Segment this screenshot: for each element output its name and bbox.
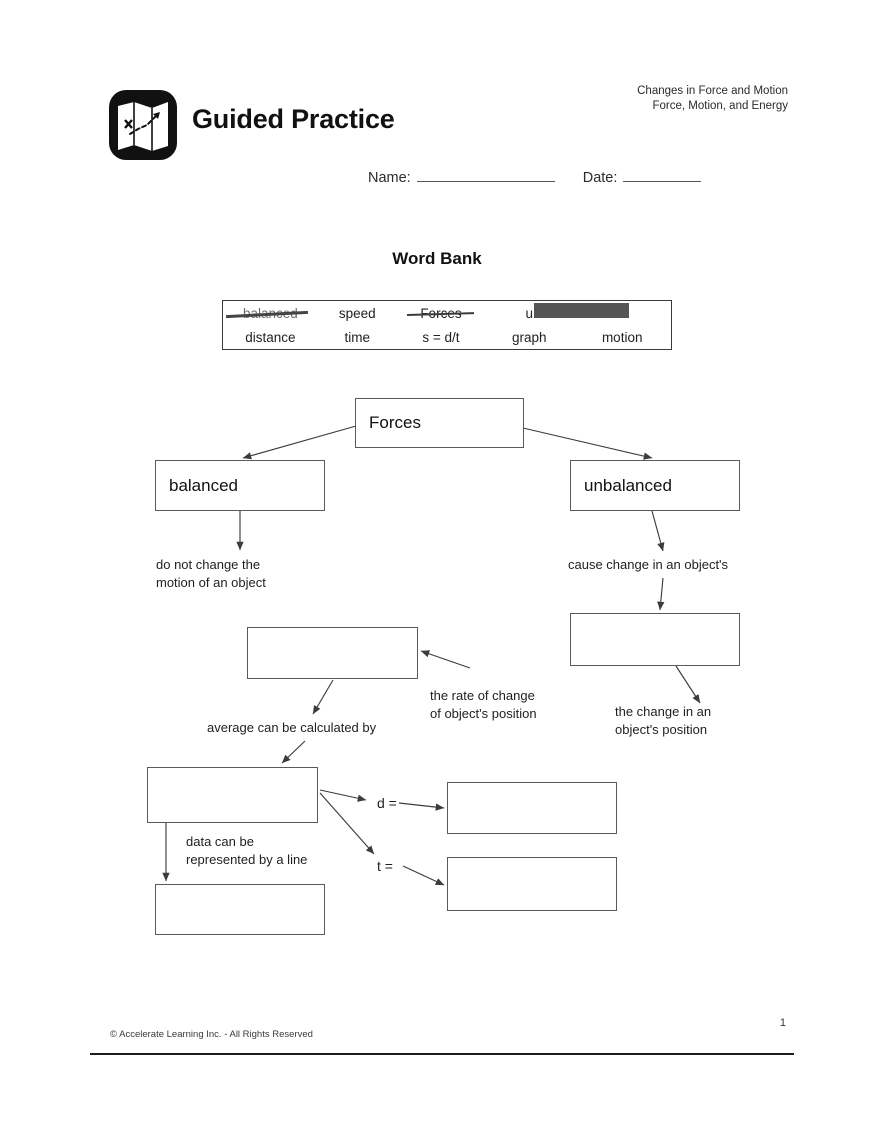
name-input[interactable] bbox=[416, 168, 555, 182]
date-input[interactable] bbox=[623, 168, 702, 182]
node-balanced[interactable]: balanced bbox=[155, 460, 325, 511]
node-blank-speed[interactable] bbox=[247, 627, 418, 679]
node-blank-t-value[interactable] bbox=[447, 857, 617, 911]
word-bank-item-distance[interactable]: distance bbox=[245, 329, 296, 345]
word-bank-item-forces[interactable]: Forces bbox=[420, 305, 462, 321]
page-title: Guided Practice bbox=[192, 104, 395, 134]
word-bank-item-motion[interactable]: motion bbox=[601, 329, 643, 345]
subject-header: Changes in Force and Motion Force, Motio… bbox=[637, 84, 788, 114]
redacted-visible-text: u bbox=[525, 305, 533, 321]
node-unbalanced-label: unbalanced bbox=[584, 475, 672, 495]
label-change-in-position: the change in an object's position bbox=[615, 704, 712, 737]
treasure-map-icon bbox=[108, 89, 178, 161]
label-d-equals: d = bbox=[377, 795, 397, 811]
node-balanced-label: balanced bbox=[169, 475, 239, 495]
subject-line-2: Force, Motion, and Energy bbox=[652, 100, 788, 112]
redaction-bar bbox=[534, 302, 630, 318]
word-bank-item-graph[interactable]: graph bbox=[511, 329, 547, 345]
node-blank-formula[interactable] bbox=[147, 767, 318, 823]
subject-line-1: Changes in Force and Motion bbox=[637, 85, 788, 97]
footer-copyright: © Accelerate Learning Inc. - All Rights … bbox=[110, 1029, 313, 1040]
node-blank-d-value[interactable] bbox=[447, 782, 617, 834]
node-unbalanced[interactable]: unbalanced bbox=[570, 460, 740, 511]
node-blank-distance[interactable] bbox=[570, 613, 740, 666]
label-t-equals: t = bbox=[377, 858, 393, 874]
label-rate-of-change: the rate of change of object's position bbox=[430, 688, 537, 721]
word-bank-item-balanced[interactable]: balanced bbox=[242, 305, 298, 321]
node-forces[interactable]: Forces bbox=[355, 398, 524, 448]
footer-page-number: 1 bbox=[779, 1017, 786, 1029]
node-blank-graph[interactable] bbox=[155, 884, 325, 935]
word-bank-title: Word Bank bbox=[392, 249, 482, 268]
label-average-calculated: average can be calculated by bbox=[207, 720, 377, 735]
node-forces-label: Forces bbox=[369, 413, 421, 432]
date-label: Date: bbox=[582, 170, 618, 186]
word-bank-item-unbalanced-redacted[interactable]: u bbox=[525, 302, 630, 321]
name-label: Name: bbox=[368, 170, 411, 186]
label-unbalanced-description: cause change in an object's bbox=[568, 557, 729, 572]
word-bank-item-time[interactable]: time bbox=[344, 329, 371, 345]
label-balanced-description: do not change the motion of an object bbox=[156, 557, 266, 590]
label-data-represented: data can be represented by a line bbox=[186, 834, 308, 867]
word-bank-item-speed[interactable]: speed bbox=[338, 305, 376, 321]
word-bank-box: balanced speed Forces u distance time s … bbox=[222, 300, 672, 350]
name-date-row: Name: Date: bbox=[368, 168, 702, 186]
footer-divider bbox=[90, 1053, 794, 1055]
word-bank-item-formula[interactable]: s = d/t bbox=[422, 329, 460, 345]
